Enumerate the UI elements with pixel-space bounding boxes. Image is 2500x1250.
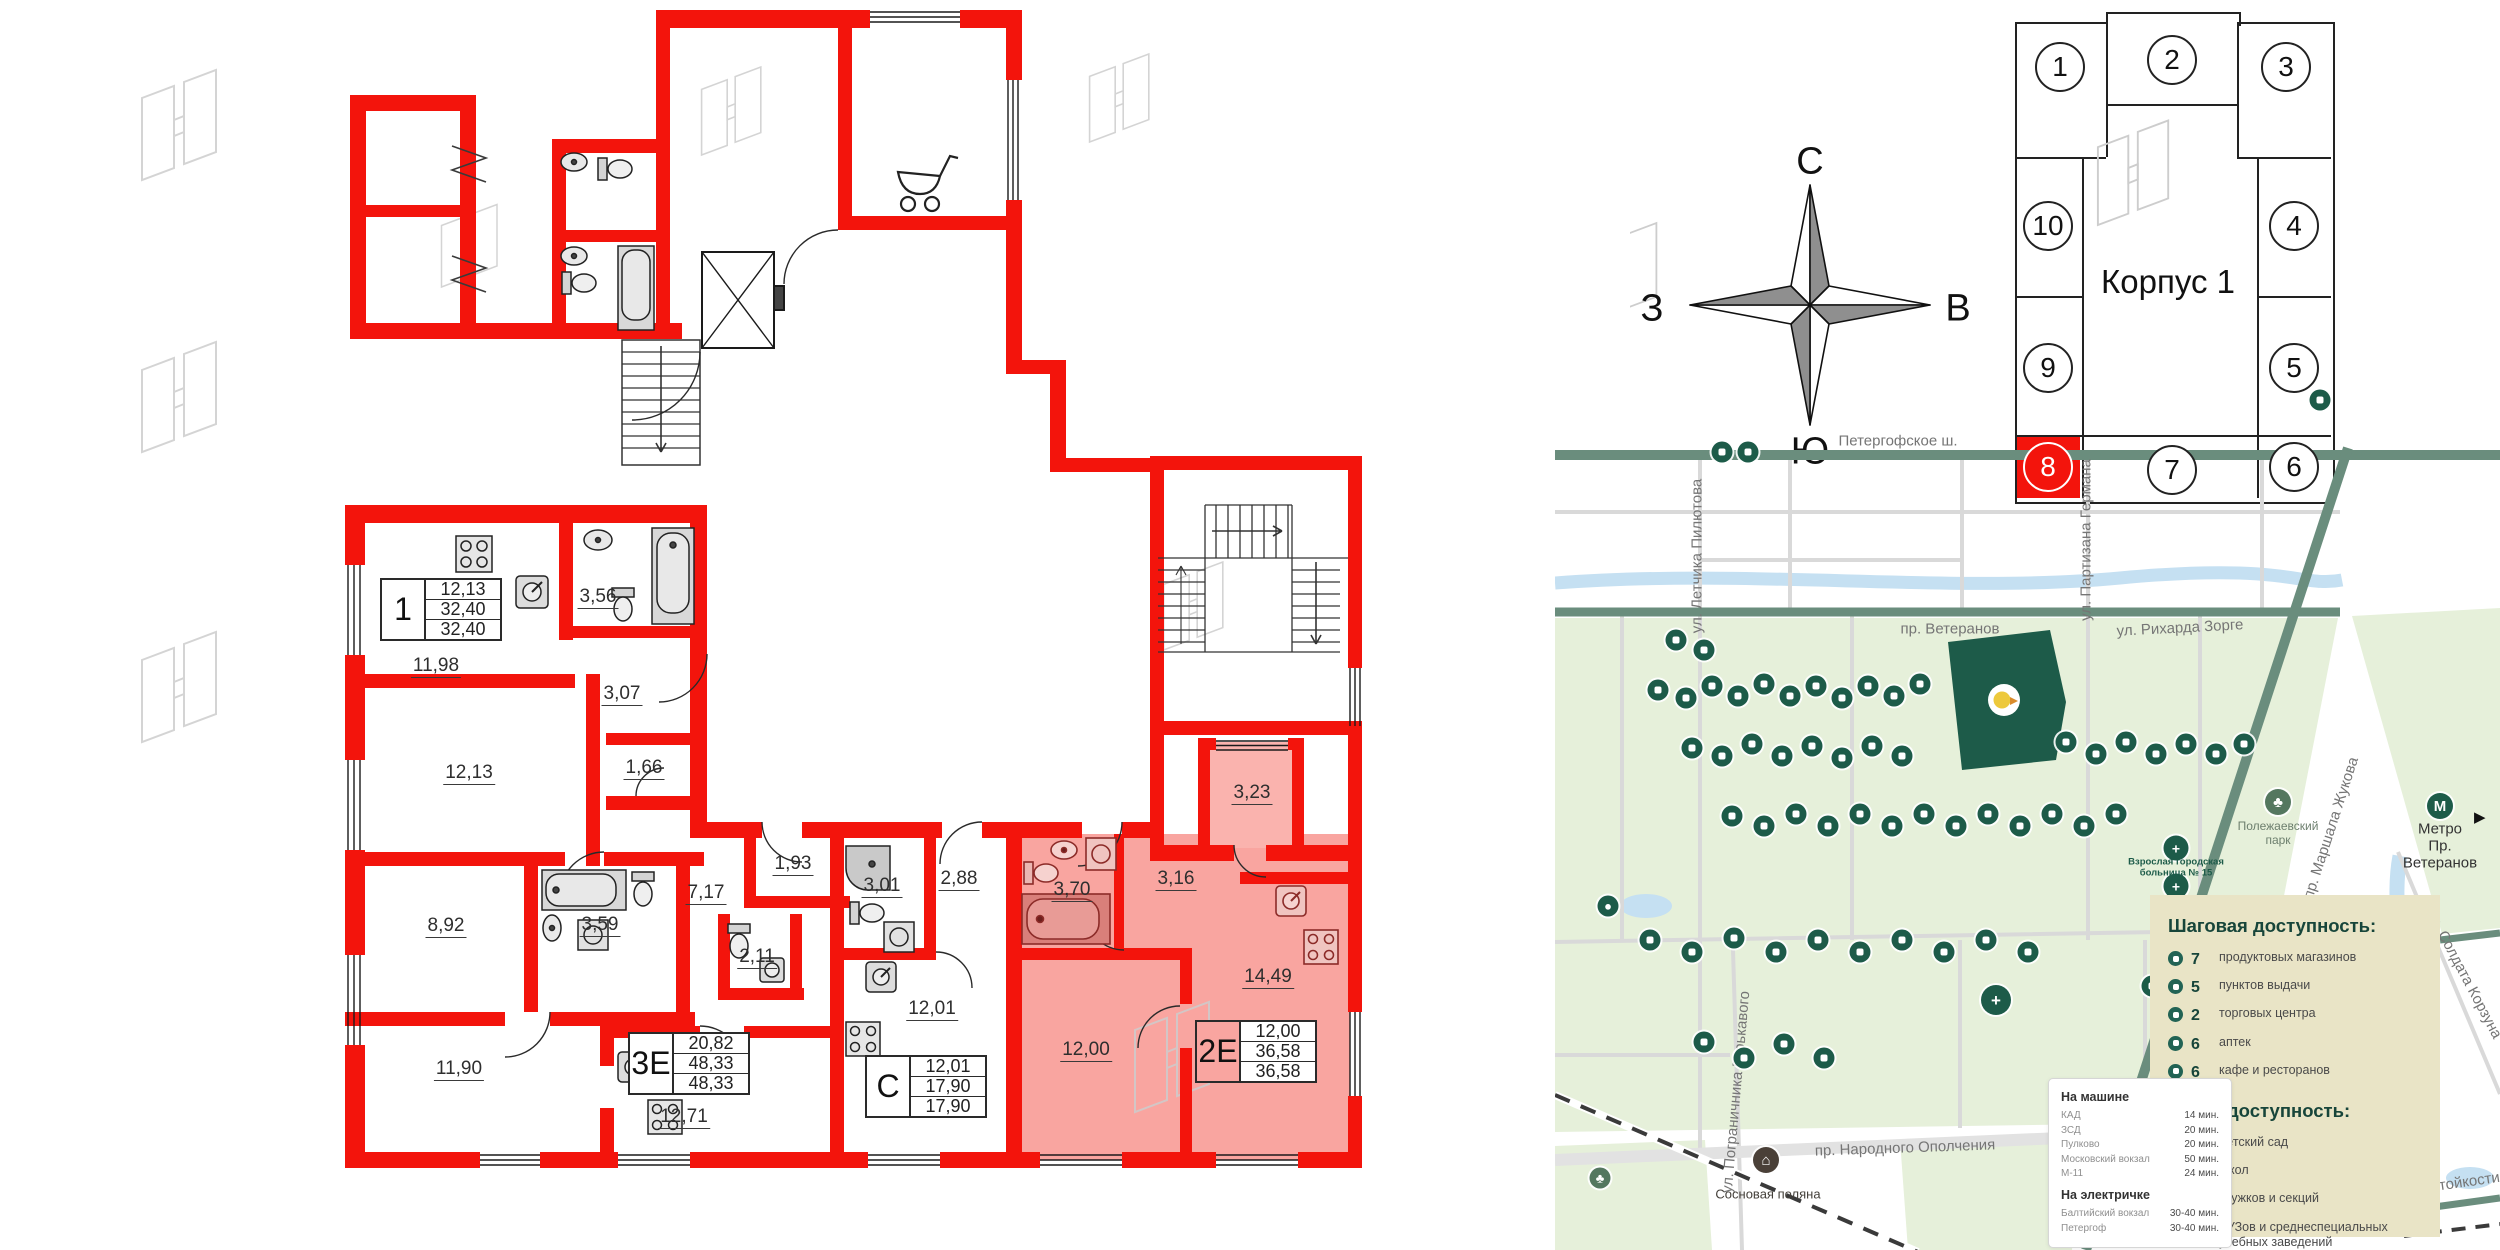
balcony-area — [1202, 742, 1300, 848]
washer-icon — [1085, 837, 1117, 871]
legend-item: 6 кафе и ресторанов — [2168, 1063, 2424, 1082]
legend-item: 6 аптек — [2168, 1035, 2424, 1054]
travel-train-rows: Балтийский вокзал 30-40 мин. Петергоф 30… — [2061, 1208, 2219, 1234]
elevator-shaft — [701, 251, 785, 349]
stove-icon — [845, 1021, 881, 1057]
legend-pin-icon — [2168, 1063, 2183, 1079]
windows — [347, 11, 1361, 1166]
apartment-type: 3Е — [630, 1034, 674, 1093]
travel-car-title: На машине — [2061, 1090, 2130, 1104]
apartment-table-2e: 2Е 12,00 36,58 36,58 — [1195, 1020, 1317, 1083]
travel-train-title: На электричке — [2061, 1188, 2150, 1202]
bathtub-icon — [651, 527, 695, 625]
railway — [1553, 1091, 2500, 1250]
direction-arrow-icon: ▶ — [2474, 809, 2486, 826]
travel-row: Пулково 20 мин. — [2061, 1139, 2219, 1150]
legend-item: 5 пунктов выдачи — [2168, 978, 2424, 997]
sink-icon — [1050, 840, 1078, 860]
compass-west: З — [1640, 287, 1664, 330]
sink-icon — [865, 961, 897, 993]
travel-row: Московский вокзал 50 мин. — [2061, 1153, 2219, 1165]
stroller-icon — [896, 154, 959, 213]
apartment-table-1: 1 12,13 32,40 32,40 — [380, 578, 502, 641]
storage-doors — [449, 145, 489, 293]
stairwell — [1158, 504, 1348, 653]
sink-icon — [515, 575, 549, 609]
apartment-type: С — [867, 1057, 911, 1116]
travel-row: КАД 14 мин. — [2061, 1110, 2219, 1121]
legend-pin-icon — [2168, 951, 2183, 966]
legend-item: 7 продуктовых магазинов — [2168, 950, 2424, 969]
sink-icon — [560, 246, 588, 266]
travel-row: М-11 24 мин. — [2061, 1168, 2219, 1179]
toilet-icon — [849, 901, 885, 925]
stove-icon — [1303, 929, 1339, 965]
bathtub-icon — [541, 869, 627, 911]
legend-pin-icon — [2168, 979, 2183, 995]
project-marker — [1948, 630, 2066, 770]
legend-pin-icon — [2168, 1007, 2183, 1023]
sink-icon — [542, 914, 562, 942]
shower-icon — [845, 845, 891, 891]
toilet-icon — [1023, 861, 1059, 885]
stove-icon — [455, 535, 493, 573]
travel-row: Балтийский вокзал 30-40 мин. — [2061, 1208, 2219, 1219]
travel-times-panel: На машине КАД 14 мин. ЗСД 20 мин. Пулков… — [2048, 1078, 2232, 1248]
travel-car-rows: КАД 14 мин. ЗСД 20 мин. Пулково 20 мин. … — [2061, 1110, 2219, 1179]
fixtures — [455, 152, 915, 1135]
legend-walk-items: 7 продуктовых магазинов 5 пунктов выдачи… — [2168, 950, 2424, 1082]
sink-icon — [583, 529, 613, 551]
stove-icon — [647, 1099, 683, 1135]
minor-roads — [1554, 452, 2500, 1250]
fixtures-2e — [1021, 837, 1339, 965]
apartment-type: 1 — [382, 580, 426, 639]
schema-outline — [2015, 22, 2335, 504]
sink-icon — [759, 957, 785, 983]
floor-plan — [141, 10, 1362, 1168]
apartment-table-3e: 3Е 20,82 48,33 48,33 — [628, 1032, 750, 1095]
compass-east: В — [1945, 287, 1971, 330]
walls — [345, 10, 1362, 1168]
legend-item: 2 торговых центра — [2168, 1006, 2424, 1025]
toilet-icon — [631, 871, 655, 907]
legend-walk-title: Шаговая доступность: — [2168, 915, 2377, 936]
compass-rose — [1630, 184, 1931, 426]
toilet-icon — [561, 271, 597, 295]
apartment-type: 2Е — [1197, 1022, 1241, 1081]
legend-pin-icon — [2168, 1035, 2183, 1051]
washer-icon — [883, 921, 915, 953]
travel-row: ЗСД 20 мин. — [2061, 1124, 2219, 1136]
metro-label: Метро Пр. Ветеранов — [2402, 820, 2478, 872]
schema-title: Корпус 1 — [2101, 263, 2235, 300]
toilet-icon — [611, 587, 635, 622]
station-label: Сосновая поляна — [1715, 1186, 1821, 1202]
bathtub-icon — [1021, 893, 1111, 945]
bathtub-icon — [617, 245, 655, 331]
hospital-label: Взрослая городская больница № 15 — [2128, 856, 2224, 879]
park-label: Полежаевский парк — [2237, 819, 2319, 847]
washer-icon — [577, 919, 609, 951]
stairs-entry — [621, 339, 701, 466]
apartment-table-c: С 12,01 17,90 17,90 — [865, 1055, 987, 1118]
toilet-icon — [597, 157, 633, 181]
toilet-icon — [727, 923, 751, 959]
sink-icon — [560, 152, 588, 172]
compass-north: С — [1796, 140, 1824, 183]
travel-row: Петергоф 30-40 мин. — [2061, 1222, 2219, 1234]
sink-icon — [1275, 885, 1307, 917]
